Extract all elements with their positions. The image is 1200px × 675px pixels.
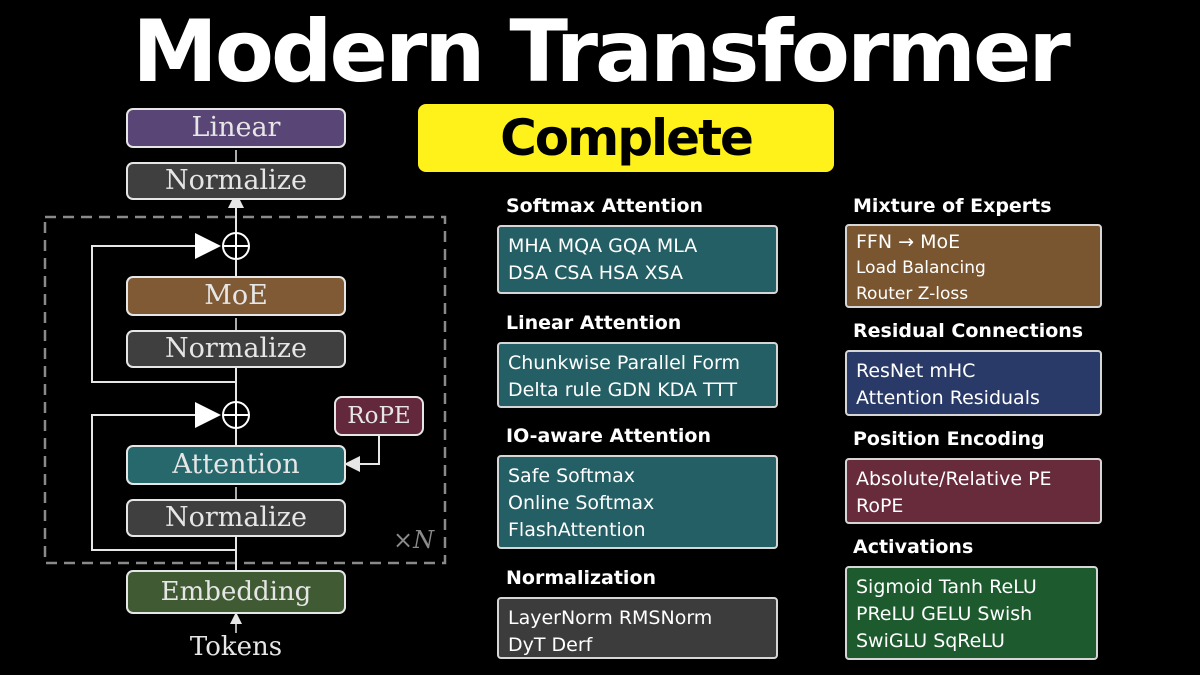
card-line: Delta rule GDN KDA TTT xyxy=(508,379,738,401)
rope-block: RoPE xyxy=(334,396,424,436)
card-line: Online Softmax xyxy=(508,492,655,514)
normalize-block-bottom: Normalize xyxy=(126,499,346,537)
card-line: Absolute/Relative PE xyxy=(856,468,1052,490)
rope-to-attention-line xyxy=(344,436,380,472)
section-title-residual-connections: Residual Connections xyxy=(853,320,1084,342)
card-line: PReLU GELU Swish xyxy=(856,603,1033,625)
normalize-block-mid: Normalize xyxy=(126,330,346,368)
card-mixture-of-experts: FFN → MoE Load Balancing Router Z-loss xyxy=(845,224,1102,308)
card-position-encoding: Absolute/Relative PE RoPE xyxy=(845,458,1102,524)
page-subtitle: Complete Guide xyxy=(418,104,834,235)
section-title-mixture-of-experts: Mixture of Experts xyxy=(853,195,1052,217)
card-line: Safe Softmax xyxy=(508,465,636,487)
normalize-block-top: Normalize xyxy=(126,162,346,200)
card-line: DyT Derf xyxy=(508,634,593,656)
card-line: MHA MQA GQA MLA xyxy=(508,235,698,257)
moe-block: MoE xyxy=(126,276,346,316)
transformer-diagram xyxy=(43,150,447,633)
card-normalization: LayerNorm RMSNorm DyT Derf xyxy=(497,597,778,659)
card-linear-attention: Chunkwise Parallel Form Delta rule GDN K… xyxy=(497,342,778,408)
residual-skip-moe xyxy=(91,245,236,383)
tokens-label: Tokens xyxy=(189,632,283,662)
add-circle-attention xyxy=(222,401,250,429)
linear-block: Linear xyxy=(126,108,346,148)
card-line: LayerNorm RMSNorm xyxy=(508,607,713,629)
card-line: DSA CSA HSA XSA xyxy=(508,262,683,284)
section-title-activations: Activations xyxy=(853,536,974,558)
section-title-normalization: Normalization xyxy=(506,567,657,589)
card-line: FlashAttention xyxy=(508,519,646,541)
card-line: ResNet mHC xyxy=(856,360,976,382)
card-line: SwiGLU SqReLU xyxy=(856,630,1005,652)
card-line: RoPE xyxy=(856,495,904,517)
residual-skip-attention xyxy=(91,414,236,551)
section-title-softmax-attention: Softmax Attention xyxy=(506,195,704,217)
card-line: FFN → MoE xyxy=(856,231,961,253)
card-line: Sigmoid Tanh ReLU xyxy=(856,576,1037,598)
add-circle-moe xyxy=(222,232,250,260)
page-title: Modern Transformer xyxy=(132,2,1070,102)
residual-arrowhead-attention xyxy=(195,402,221,428)
embedding-block: Embedding xyxy=(126,570,346,614)
section-title-linear-attention: Linear Attention xyxy=(506,312,682,334)
card-line: Chunkwise Parallel Form xyxy=(508,352,740,374)
card-io-aware-attention: Safe Softmax Online Softmax FlashAttenti… xyxy=(497,455,778,549)
card-line: Router Z-loss xyxy=(856,284,969,304)
residual-arrowhead-moe xyxy=(195,233,221,259)
card-residual-connections: ResNet mHC Attention Residuals xyxy=(845,350,1102,416)
section-title-position-encoding: Position Encoding xyxy=(853,428,1045,450)
card-activations: Sigmoid Tanh ReLU PReLU GELU Swish SwiGL… xyxy=(845,566,1098,660)
repeat-label: ×N xyxy=(393,526,435,554)
card-softmax-attention: MHA MQA GQA MLA DSA CSA HSA XSA xyxy=(497,225,778,294)
attention-block: Attention xyxy=(126,445,346,485)
card-line: Load Balancing xyxy=(856,258,986,278)
card-line: Attention Residuals xyxy=(856,387,1040,409)
section-title-io-aware-attention: IO-aware Attention xyxy=(506,425,711,447)
repeat-box xyxy=(43,215,447,565)
